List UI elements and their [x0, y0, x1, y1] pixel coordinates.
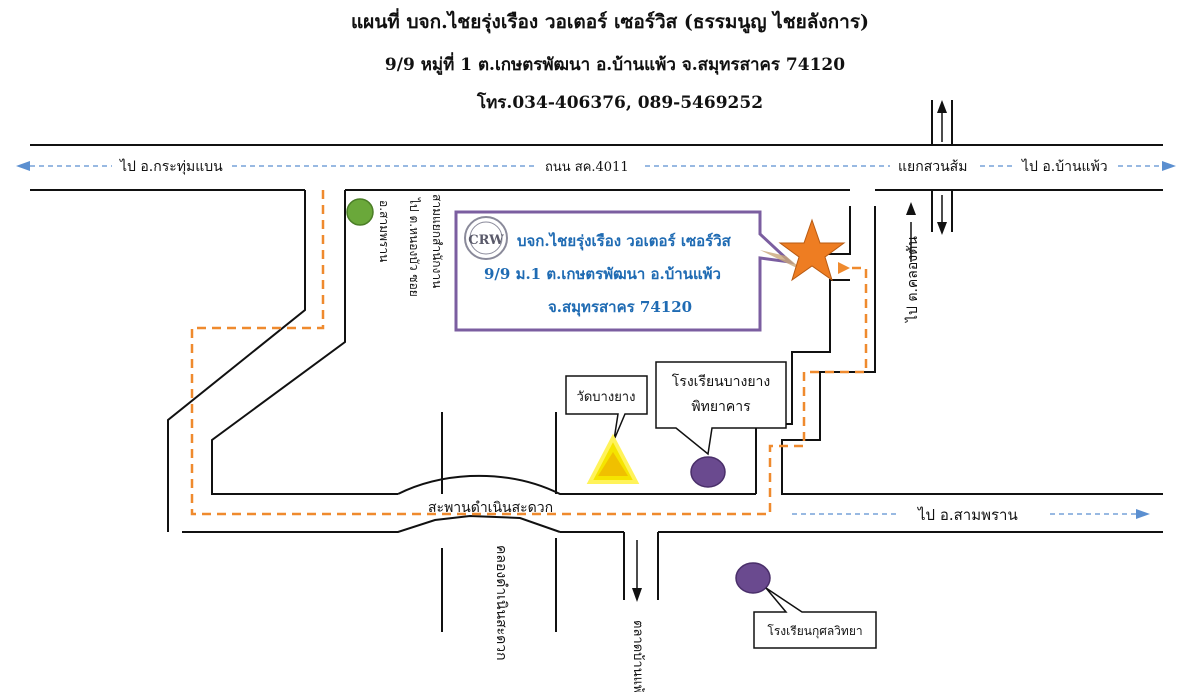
- company-name: บจก.ไชยรุ่งเรือง วอเตอร์ เซอร์วิส: [517, 231, 732, 251]
- label-canal: คลองดำเนินสะดวก: [493, 545, 509, 661]
- company-box: [454, 210, 795, 332]
- callout-pointer: [760, 250, 805, 272]
- south-arrow-icon: [937, 222, 947, 235]
- south-arrow-icon: [632, 588, 642, 602]
- phone-line: โทร.034-406376, 089-5469252: [476, 92, 763, 113]
- west-road: [167, 190, 561, 533]
- north-arrow-icon: [937, 100, 947, 113]
- west-arrow-icon: [16, 161, 30, 171]
- school1-label-1: โรงเรียนบางยาง: [672, 373, 770, 390]
- school1-callout: [655, 361, 787, 456]
- main-road-direction-arrows: [16, 161, 1176, 171]
- company-callout: CRW บจก.ไชยรุ่งเรือง วอเตอร์ เซอร์วิส 9/…: [454, 210, 805, 332]
- label-ban-phaeo-market: ตลาดบ้านแพ้ว: [630, 620, 645, 692]
- school2-label: โรงเรียนกุศลวิทยา: [767, 624, 862, 639]
- company-logo-text: CRW: [468, 233, 504, 248]
- label-main-road: ถนน สค.4011: [545, 160, 629, 175]
- temple-label: วัดบางยาง: [577, 390, 636, 405]
- bridge-south-edge: [182, 514, 561, 533]
- school2-callout: [753, 587, 877, 649]
- east-arrow-icon: [1162, 161, 1176, 171]
- north-road: [931, 100, 953, 235]
- school2-landmark: โรงเรียนกุศลวิทยา: [735, 562, 877, 649]
- address-line: 9/9 หมู่ที่ 1 ต.เกษตรพัฒนา อ.บ้านแพ้ว จ.…: [385, 52, 845, 76]
- east-arrow-icon: [1136, 509, 1150, 519]
- temple-marker-inner: [598, 452, 628, 476]
- label-to-ban-phaeo: ไป อ.บ้านแพ้ว: [1021, 158, 1108, 175]
- company-location-star-icon: [778, 218, 846, 282]
- route-arrow-icon: [838, 262, 850, 274]
- driving-route: [190, 190, 868, 516]
- company-address-1: 9/9 ม.1 ต.เกษตรพัฒนา อ.บ้านแพ้ว: [484, 265, 721, 283]
- label-wat-side: อ.สามพราน: [377, 200, 391, 262]
- company-address-2: จ.สมุทรสาคร 74120: [548, 298, 692, 317]
- green-place-marker-icon: [346, 198, 374, 226]
- label-to-nong-bua: ไป ต.หนองบัว ซอย: [407, 197, 421, 297]
- label-to-krathum-baen: ไป อ.กระทุ่มแบน: [119, 158, 223, 175]
- label-to-sam-phran: ไป อ.สามพราน: [917, 506, 1018, 524]
- school1-label-2: พิทยาคาร: [691, 399, 751, 415]
- company-logo-icon: [464, 216, 508, 260]
- temple-landmark: วัดบางยาง: [565, 375, 648, 484]
- north-arrow-icon: [906, 202, 916, 215]
- temple-callout: [565, 375, 648, 441]
- label-samnak-sang: สามแยกสำนักงาน: [430, 194, 444, 288]
- sam-phran-direction: [792, 509, 1150, 519]
- school1-landmark: โรงเรียนบางยาง พิทยาคาร: [655, 361, 787, 488]
- label-suan-som-junction: แยกสวนส้ม: [898, 159, 967, 175]
- school1-marker-icon: [690, 456, 726, 488]
- main-road: [30, 144, 1163, 191]
- school2-marker-icon: [735, 562, 771, 594]
- label-to-khlong-tan: ไป ต.คลองตัน: [904, 236, 921, 323]
- label-bridge: สะพานดำเนินสะดวก: [428, 500, 553, 516]
- map-title: แผนที่ บจก.ไชยรุ่งเรือง วอเตอร์ เซอร์วิส…: [351, 8, 869, 34]
- bridge-and-canal: [397, 412, 1163, 632]
